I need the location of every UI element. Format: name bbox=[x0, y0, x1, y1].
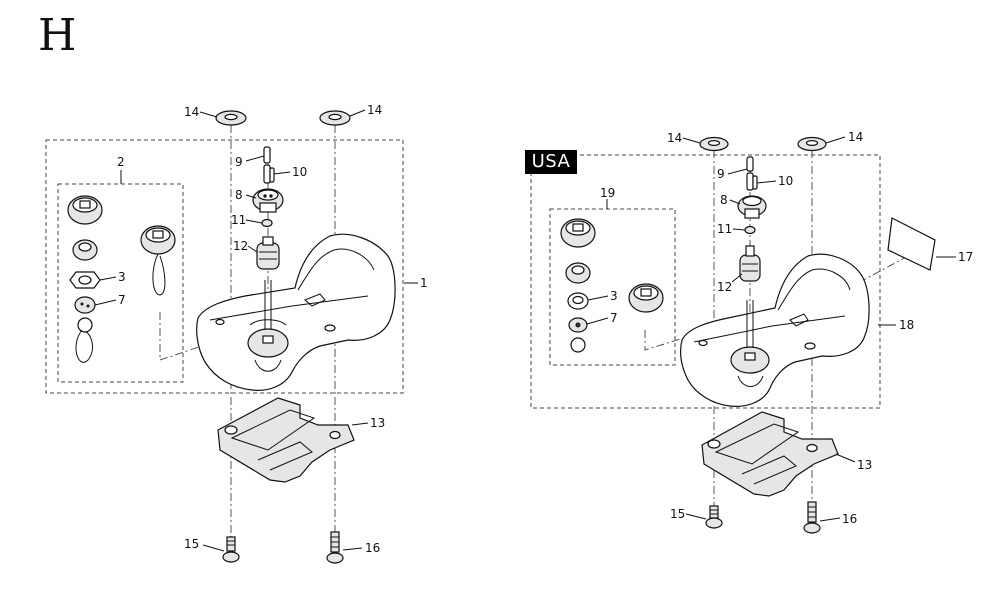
usa-region-badge: USA bbox=[525, 150, 577, 174]
pin-part-10 bbox=[263, 164, 275, 184]
mount-bracket-part-13 bbox=[217, 397, 355, 483]
grommet-part-11 bbox=[744, 225, 756, 235]
washer-part-14 bbox=[797, 136, 827, 152]
section-letter: H bbox=[38, 10, 77, 61]
callout-10: 10 bbox=[292, 165, 307, 179]
mount-bracket-part-13 bbox=[701, 411, 839, 497]
callout-3: 3 bbox=[118, 270, 126, 284]
callout-3: 3 bbox=[610, 289, 618, 303]
callout-7: 7 bbox=[610, 311, 618, 325]
callout-7: 7 bbox=[118, 293, 126, 307]
callout-13: 13 bbox=[370, 416, 385, 430]
grommet-part-11 bbox=[261, 218, 273, 228]
washer-part-14 bbox=[215, 110, 247, 126]
callout-16: 16 bbox=[842, 512, 857, 526]
callout-18: 18 bbox=[899, 318, 914, 332]
fuel-hose bbox=[264, 280, 272, 330]
callout-15: 15 bbox=[670, 507, 685, 521]
fuel-tank-part-18 bbox=[680, 253, 870, 407]
callout-14: 14 bbox=[367, 103, 382, 117]
callout-8: 8 bbox=[235, 188, 243, 202]
callout-12: 12 bbox=[717, 280, 732, 294]
left-cap-kit-boundary bbox=[57, 183, 184, 383]
callout-17: 17 bbox=[958, 250, 973, 264]
callout-14: 14 bbox=[667, 131, 682, 145]
screw-part-15 bbox=[222, 536, 240, 563]
bolt-part-16 bbox=[803, 501, 821, 534]
cap-part-8 bbox=[252, 188, 284, 213]
pin-part-9 bbox=[746, 156, 754, 172]
callout-9: 9 bbox=[235, 155, 243, 169]
filter-part-12 bbox=[256, 236, 280, 270]
left-assembly: 14 14 2 9 10 8 11 12 3 7 1 13 15 16 bbox=[45, 103, 428, 564]
callout-9: 9 bbox=[717, 167, 725, 181]
filter-part-12 bbox=[739, 245, 761, 282]
fuel-cap-kit-part-19 bbox=[560, 218, 664, 353]
pin-part-9 bbox=[263, 146, 271, 164]
left-group-boundary bbox=[45, 139, 404, 394]
callout-11: 11 bbox=[231, 213, 246, 227]
right-cap-kit-boundary bbox=[549, 208, 676, 366]
callout-14: 14 bbox=[184, 105, 199, 119]
callout-2: 2 bbox=[117, 155, 125, 169]
screw-part-15 bbox=[705, 505, 723, 529]
filter-part-7 bbox=[568, 317, 588, 333]
callout-10: 10 bbox=[778, 174, 793, 188]
gasket-part-17 bbox=[887, 217, 936, 271]
fuel-tank-part-1 bbox=[196, 233, 396, 391]
right-assembly: 14 14 19 9 10 8 11 12 17 18 3 7 13 15 16 bbox=[530, 130, 973, 534]
callout-19: 19 bbox=[600, 186, 615, 200]
pin-part-10 bbox=[746, 172, 758, 191]
seal-part-3 bbox=[567, 292, 589, 310]
bolt-part-16 bbox=[326, 531, 344, 564]
cap-part-8 bbox=[737, 195, 767, 219]
washer-part-14 bbox=[699, 136, 729, 152]
fuel-hose bbox=[746, 300, 754, 348]
callout-14: 14 bbox=[848, 130, 863, 144]
seal-part-3 bbox=[69, 271, 101, 289]
callout-11: 11 bbox=[717, 222, 732, 236]
callout-1: 1 bbox=[420, 276, 428, 290]
washer-part-14 bbox=[319, 110, 351, 126]
callout-8: 8 bbox=[720, 193, 728, 207]
filter-part-7 bbox=[74, 296, 96, 314]
callout-12: 12 bbox=[233, 239, 248, 253]
callout-15: 15 bbox=[184, 537, 199, 551]
callout-13: 13 bbox=[857, 458, 872, 472]
fuel-cap-kit-part-2 bbox=[67, 195, 176, 363]
callout-16: 16 bbox=[365, 541, 380, 555]
